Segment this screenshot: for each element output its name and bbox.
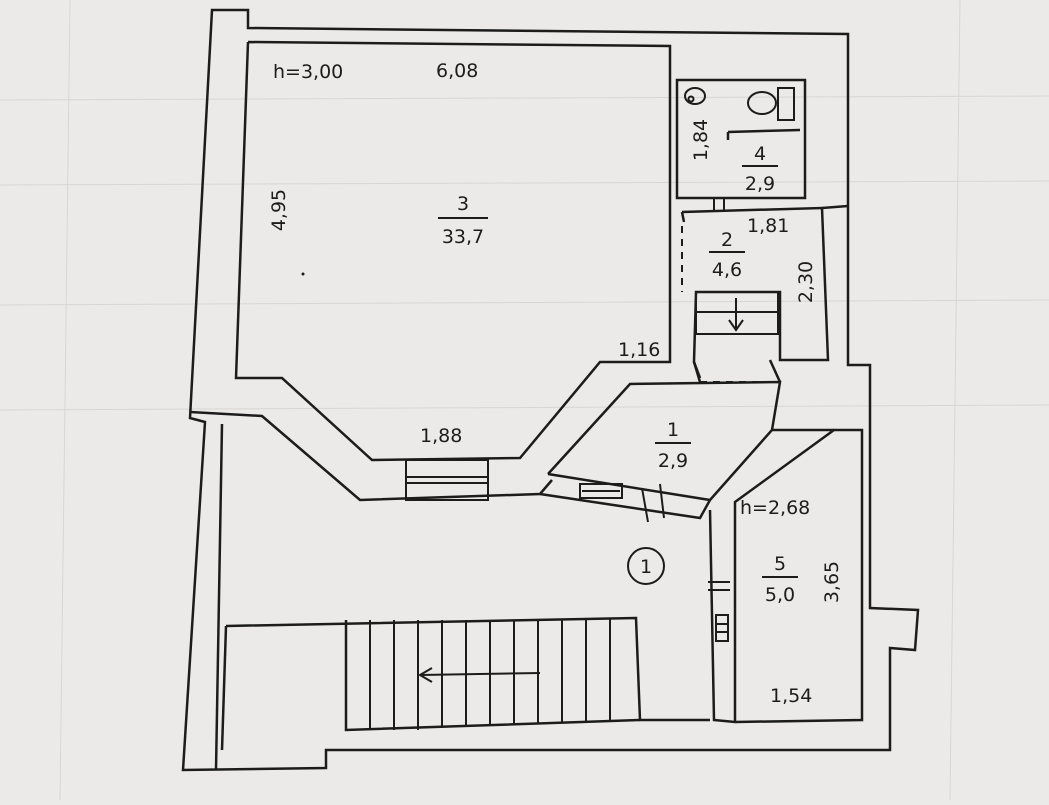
label-room1-number: 1 bbox=[667, 419, 679, 441]
room-4-outline bbox=[675, 78, 807, 200]
label-wall-116: 1,16 bbox=[618, 339, 660, 361]
label-room5-width: 1,54 bbox=[770, 685, 812, 707]
label-width-room3: 6,08 bbox=[436, 60, 478, 82]
label-room4-area: 2,9 bbox=[745, 173, 775, 195]
label-height-room5: h=2,68 bbox=[740, 497, 810, 519]
label-room5-area: 5,0 bbox=[765, 584, 795, 606]
door-room5 bbox=[708, 581, 730, 642]
dot-mark bbox=[301, 272, 305, 276]
toilet-icon bbox=[747, 87, 795, 121]
stair-small bbox=[695, 291, 779, 335]
label-depth-room3: 4,95 bbox=[268, 189, 290, 231]
room-3-outline bbox=[189, 40, 672, 502]
stair-marker-circle bbox=[627, 547, 665, 585]
room-1-outline bbox=[539, 359, 782, 520]
room-2-outline bbox=[680, 204, 849, 379]
label-stair-marker: 1 bbox=[640, 556, 652, 578]
door-room1 bbox=[579, 483, 665, 523]
label-wc-depth: 1,84 bbox=[690, 119, 712, 161]
label-room3-number: 3 bbox=[457, 193, 469, 215]
sink-icon bbox=[684, 87, 706, 105]
label-wall-188: 1,88 bbox=[420, 425, 462, 447]
labels: h=3,00 6,08 4,95 3 33,7 1,16 1,88 1,84 4… bbox=[268, 60, 843, 707]
label-room3-area: 33,7 bbox=[442, 226, 484, 248]
room-5-outline bbox=[708, 428, 864, 724]
label-height-main: h=3,00 bbox=[273, 61, 343, 83]
label-room2-area: 4,6 bbox=[712, 259, 742, 281]
stairwell-outline bbox=[214, 423, 710, 771]
label-room2-number: 2 bbox=[721, 229, 733, 251]
staircase bbox=[369, 618, 611, 730]
label-room4-number: 4 bbox=[754, 143, 766, 165]
door-room3 bbox=[405, 459, 489, 501]
label-hall-width: 1,81 bbox=[747, 215, 789, 237]
label-room5-number: 5 bbox=[774, 553, 786, 575]
label-hall-depth: 2,30 bbox=[795, 261, 817, 303]
label-room5-depth: 3,65 bbox=[821, 561, 843, 603]
label-room1-area: 2,9 bbox=[658, 450, 688, 472]
wc-door bbox=[713, 198, 725, 210]
outer-walls bbox=[181, 8, 920, 772]
